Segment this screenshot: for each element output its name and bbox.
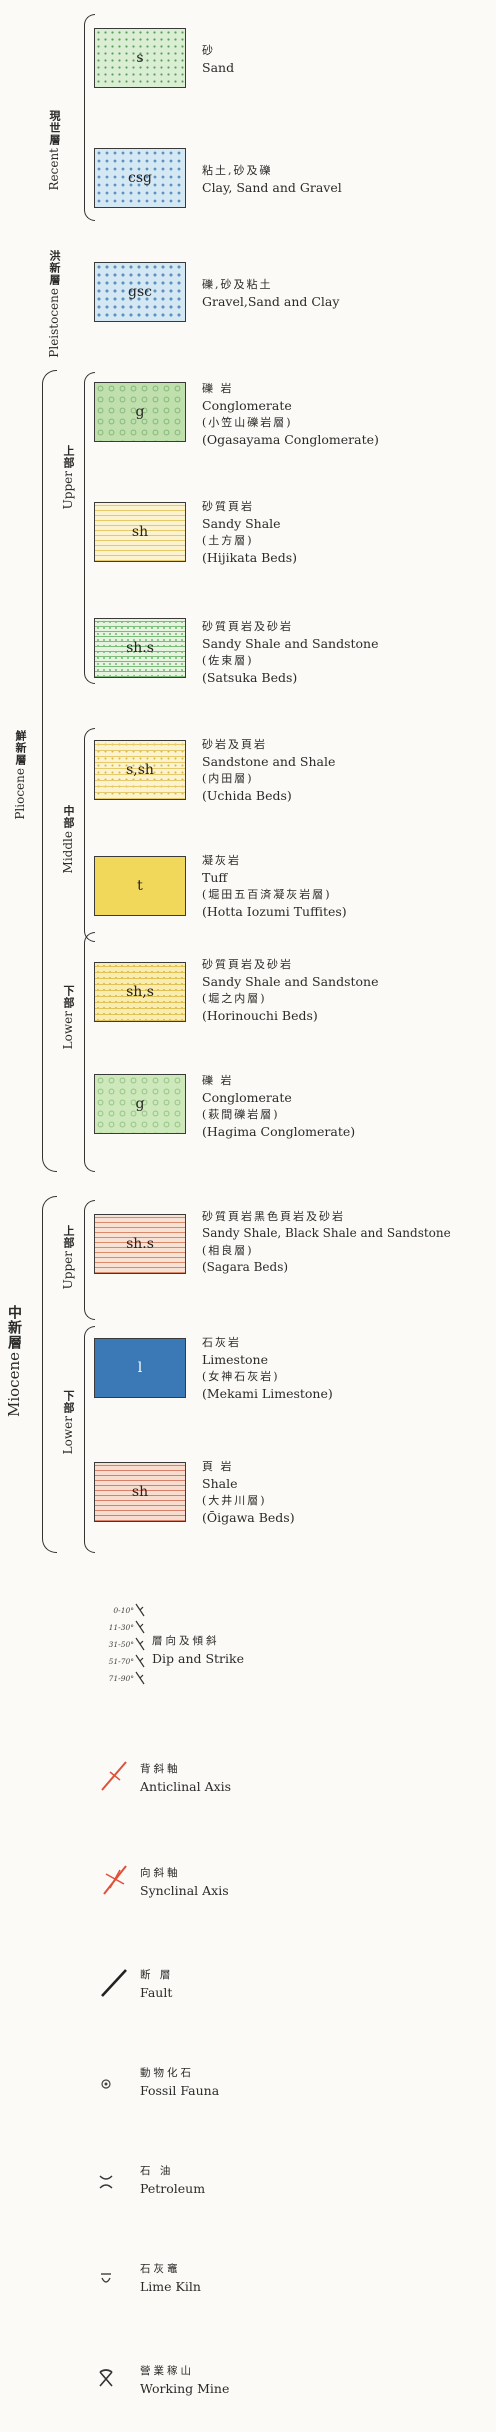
legend-desc-satsuka: 砂質頁岩及砂岩 Sandy Shale and Sandstone (佐束層) … (202, 620, 379, 685)
epoch-miocene-label: 中新層 Miocene (5, 1305, 23, 1418)
working-mine-icon (99, 2369, 113, 2387)
legend-box-hagima: g (94, 1074, 186, 1134)
legend-desc-gsc: 礫,砂及粘土 Gravel,Sand and Clay (202, 278, 340, 309)
legend-box-satsuka: sh.s (94, 618, 186, 678)
petroleum-label: 石 油 Petroleum (140, 2165, 206, 2196)
legend-desc-hijikata: 砂質頁岩 Sandy Shale (土方層) (Hijikata Beds) (202, 500, 298, 565)
dip-strike-label: 層向及傾斜 Dip and Strike (152, 1635, 245, 1666)
plio-middle-label: 中部 Middle (61, 805, 75, 874)
dip-label-5: 71-90° (108, 1674, 134, 1683)
legend-desc-ogasayama: 礫 岩 Conglomerate (小笠山礫岩層) (Ogasayama Con… (202, 382, 379, 447)
legend-box-tuff: t (94, 856, 186, 916)
plio-lower-label: 下部 Lower (61, 985, 75, 1050)
dip-label-4: 51-70° (108, 1657, 134, 1666)
fossil-icon (101, 2079, 111, 2089)
dip-label-3: 31-50° (108, 1640, 134, 1649)
fossil-label: 動物化石 Fossil Fauna (140, 2067, 220, 2098)
epoch-pliocene-label: 鮮新層 Pliocene (13, 730, 27, 820)
working-mine-label: 營業稼山 Working Mine (140, 2365, 230, 2396)
dip-label-2: 11-30° (108, 1623, 134, 1632)
mio-upper-label: 上部 Upper (61, 1225, 75, 1290)
syncline-icon (103, 1865, 127, 1895)
legend-desc-uchida: 砂岩及頁岩 Sandstone and Shale (内田層) (Uchida … (202, 738, 336, 803)
pliocene-bracket (42, 370, 57, 1172)
lime-kiln-icon (101, 2273, 111, 2283)
mio-lower-label: 下部 Lower (61, 1390, 75, 1455)
petroleum-icon (99, 2175, 113, 2189)
miocene-bracket (42, 1196, 57, 1553)
legend-box-horinouchi: sh,s (94, 962, 186, 1022)
legend-box-oigawa: sh (94, 1462, 186, 1522)
fault-icon (101, 1969, 127, 1997)
epoch-pleistocene-label: 洪新層 Pleistocene (47, 250, 61, 358)
anticline-icon (101, 1761, 127, 1791)
anticline-label: 背斜軸 Anticlinal Axis (140, 1763, 232, 1794)
legend-desc-csg: 粘土,砂及礫 Clay, Sand and Gravel (202, 164, 342, 195)
plio-upper-label: 上部 Upper (61, 445, 75, 510)
legend-box-gsc: gsc (94, 262, 186, 322)
legend-box-hijikata: sh (94, 502, 186, 562)
legend-desc-sagara: 砂質頁岩黑色頁岩及砂岩 Sandy Shale, Black Shale and… (202, 1210, 451, 1274)
dip-strike-icon (135, 1603, 145, 1685)
legend-desc-oigawa: 頁 岩 Shale (大井川層) (Ōigawa Beds) (202, 1460, 295, 1525)
legend-box-uchida: s,sh (94, 740, 186, 800)
legend-box-csg: csg (94, 148, 186, 208)
syncline-label: 向斜軸 Synclinal Axis (140, 1867, 229, 1898)
epoch-recent-label: 現世層 Recent (47, 110, 61, 191)
legend-box-ogasayama: g (94, 382, 186, 442)
fault-label: 断 層 Fault (140, 1969, 174, 2000)
dip-strike-symbols: 0-10° 11-30° 31-50° 51-70° 71-90° (98, 1602, 148, 1690)
legend-desc-tuff: 凝灰岩 Tuff (堀田五百済凝灰岩層) (Hotta Iozumi Tuffi… (202, 854, 347, 919)
legend-desc-mekami: 石灰岩 Limestone (女神石灰岩) (Mekami Limestone) (202, 1336, 333, 1401)
legend-box-sagara: sh.s (94, 1214, 186, 1274)
legend-desc-sand: 砂 Sand (202, 44, 235, 75)
dip-label-1: 0-10° (113, 1606, 134, 1615)
legend-desc-horinouchi: 砂質頁岩及砂岩 Sandy Shale and Sandstone (堀之内層)… (202, 958, 379, 1023)
legend-box-sand: s (94, 28, 186, 88)
legend-box-mekami: l (94, 1338, 186, 1398)
legend-desc-hagima: 礫 岩 Conglomerate (萩間礫岩層) (Hagima Conglom… (202, 1074, 356, 1139)
lime-kiln-label: 石灰竈 Lime Kiln (140, 2263, 201, 2294)
